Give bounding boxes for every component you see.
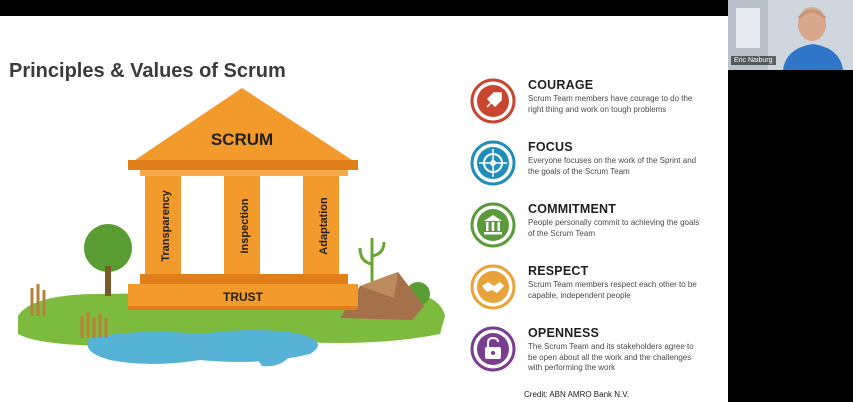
- pillar-label: Adaptation: [318, 197, 330, 255]
- roof-label: SCRUM: [211, 130, 273, 149]
- target-icon: [470, 140, 516, 186]
- value-focus: FOCUS Everyone focuses on the work of th…: [470, 138, 720, 190]
- value-name: COMMITMENT: [528, 202, 617, 216]
- participant-name: Eric Naiburg: [731, 56, 776, 65]
- sidebar-black-area: [728, 70, 853, 402]
- reeds-left: [30, 284, 108, 338]
- value-description: Scrum Team members respect each other to…: [528, 280, 697, 300]
- pillar-inspection: [224, 176, 260, 276]
- pillar-label: Transparency: [160, 189, 172, 261]
- slide-title: Principles & Values of Scrum: [9, 60, 286, 82]
- participant-video-tile[interactable]: Eric Naiburg: [728, 0, 853, 70]
- value-commitment: COMMITMENT People personally commit to a…: [470, 200, 720, 252]
- value-name: RESPECT: [528, 264, 589, 278]
- value-description: People personally commit to achieving th…: [528, 218, 700, 238]
- value-name: FOCUS: [528, 140, 573, 154]
- rock: [340, 272, 424, 320]
- slide-credit: Credit: ABN AMRO Bank N.V.: [524, 390, 630, 399]
- value-openness: OPENNESS The Scrum Team and its stakehol…: [470, 324, 720, 376]
- pillar-label: Inspection: [239, 198, 251, 253]
- rocket-icon: [470, 78, 516, 124]
- value-respect: RESPECT Scrum Team members respect each …: [470, 262, 720, 314]
- temple-base: [128, 284, 358, 308]
- temple-roof: [135, 88, 352, 160]
- pillar-adaptation: [303, 176, 339, 276]
- value-courage: COURAGE Scrum Team members have courage …: [470, 76, 720, 128]
- value-name: COURAGE: [528, 78, 594, 92]
- top-bar: [0, 0, 728, 16]
- value-description: Everyone focuses on the work of the Spri…: [528, 156, 697, 176]
- tree-left: [84, 224, 132, 272]
- presentation-slide: Principles & Values of Scrum: [0, 16, 728, 402]
- pillar-transparency: [145, 176, 181, 276]
- value-description: Scrum Team members have courage to do th…: [528, 94, 693, 114]
- base-label: TRUST: [223, 290, 264, 304]
- scrum-temple-illustration: SCRUM Transparency Inspection Adaptation…: [18, 88, 445, 367]
- bank-icon: [470, 202, 516, 248]
- value-description: The Scrum Team and its stakeholders agre…: [528, 342, 694, 372]
- value-name: OPENNESS: [528, 326, 600, 340]
- unlock-icon: [470, 326, 516, 372]
- handshake-icon: [470, 264, 516, 310]
